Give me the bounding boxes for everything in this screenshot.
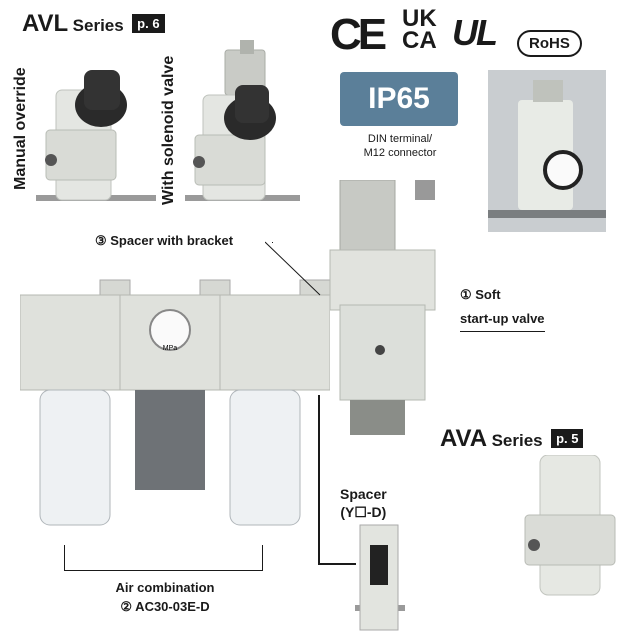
- ava-series-title: AVA Series p. 5: [440, 425, 584, 453]
- spacer-leader-horizontal: [318, 563, 356, 565]
- spacer-leader-vertical: [318, 395, 320, 565]
- rohs-mark: RoHS: [517, 30, 582, 57]
- soft-start-label: ① Soft start-up valve: [460, 283, 545, 332]
- product-photo: [488, 70, 606, 232]
- avl-series-title: AVL Series p. 6: [22, 10, 165, 38]
- air-combo-bracket-left: [64, 545, 65, 570]
- air-combination-label: Air combination ② AC30-03E-D: [115, 580, 215, 614]
- soft-start-valve-image: [329, 180, 436, 435]
- ip65-caption: DIN terminal/ M12 connector: [363, 133, 437, 159]
- ul-mark: UL: [452, 12, 498, 53]
- spacer-bracket-leader-line: [265, 241, 321, 296]
- avl-manual-override-image: [36, 70, 156, 201]
- air-combo-bracket-right: [262, 545, 263, 570]
- ukca-mark: UK CA: [402, 5, 437, 54]
- ce-mark: CΕ: [330, 10, 387, 59]
- air-combination-image: MPa: [20, 279, 330, 526]
- avl-page-tag[interactable]: p. 6: [132, 14, 165, 33]
- ip65-badge: IP65: [340, 72, 458, 126]
- manual-override-label: Manual override: [12, 67, 29, 190]
- solenoid-valve-label: With solenoid valve: [160, 55, 177, 205]
- air-combo-bracket-bottom: [64, 570, 263, 571]
- gauge-unit: MPa: [163, 345, 178, 352]
- ava-product-image: [524, 455, 616, 596]
- spacer-bracket-leader: [272, 242, 273, 243]
- spacer-label: Spacer (Y☐-D): [340, 486, 387, 520]
- spacer-bracket-label: ③ Spacer with bracket: [95, 233, 234, 248]
- spacer-image: [355, 524, 405, 631]
- avl-solenoid-image: [185, 40, 300, 201]
- ava-page-tag[interactable]: p. 5: [551, 429, 584, 448]
